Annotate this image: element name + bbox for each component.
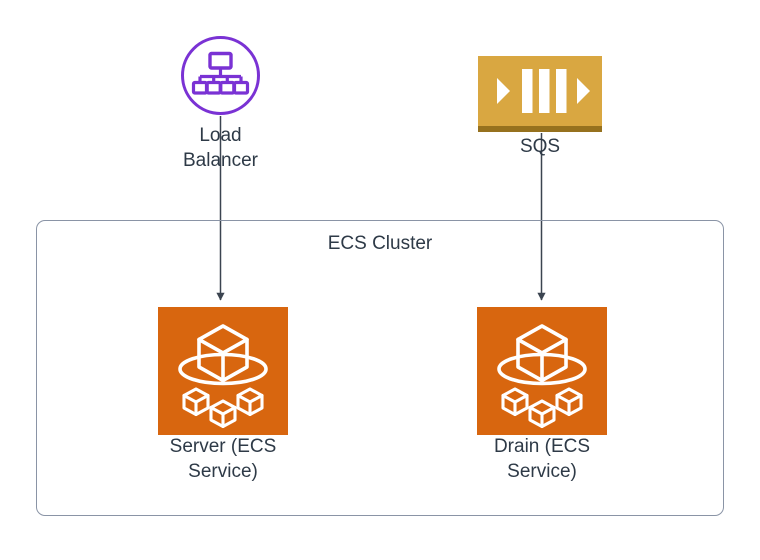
sqs-glyph <box>497 69 590 113</box>
node-label-drain: Drain (ECS Service) <box>493 436 591 482</box>
ecs-cluster-label: ECS Cluster <box>327 233 433 254</box>
ecs-cube-glyph <box>178 324 268 429</box>
ecs-cube-glyph <box>497 324 587 429</box>
sqs-icon-base <box>478 126 602 132</box>
node-sqs[interactable] <box>478 56 602 132</box>
node-drain-ecs-service[interactable] <box>477 307 607 435</box>
sqs-queue-icon <box>478 56 602 126</box>
ecs-service-icon-server <box>158 307 288 435</box>
hierarchy-tree-glyph <box>191 51 250 95</box>
node-label-load-balancer: Load Balancer <box>183 125 258 171</box>
ecs-cluster-container[interactable] <box>36 220 724 516</box>
ecs-service-icon-drain <box>477 307 607 435</box>
node-server-ecs-service[interactable] <box>158 307 288 435</box>
node-label-sqs: SQS <box>519 136 561 157</box>
node-load-balancer[interactable] <box>181 36 260 115</box>
load-balancer-icon <box>181 36 260 115</box>
node-label-server: Server (ECS Service) <box>169 436 277 482</box>
